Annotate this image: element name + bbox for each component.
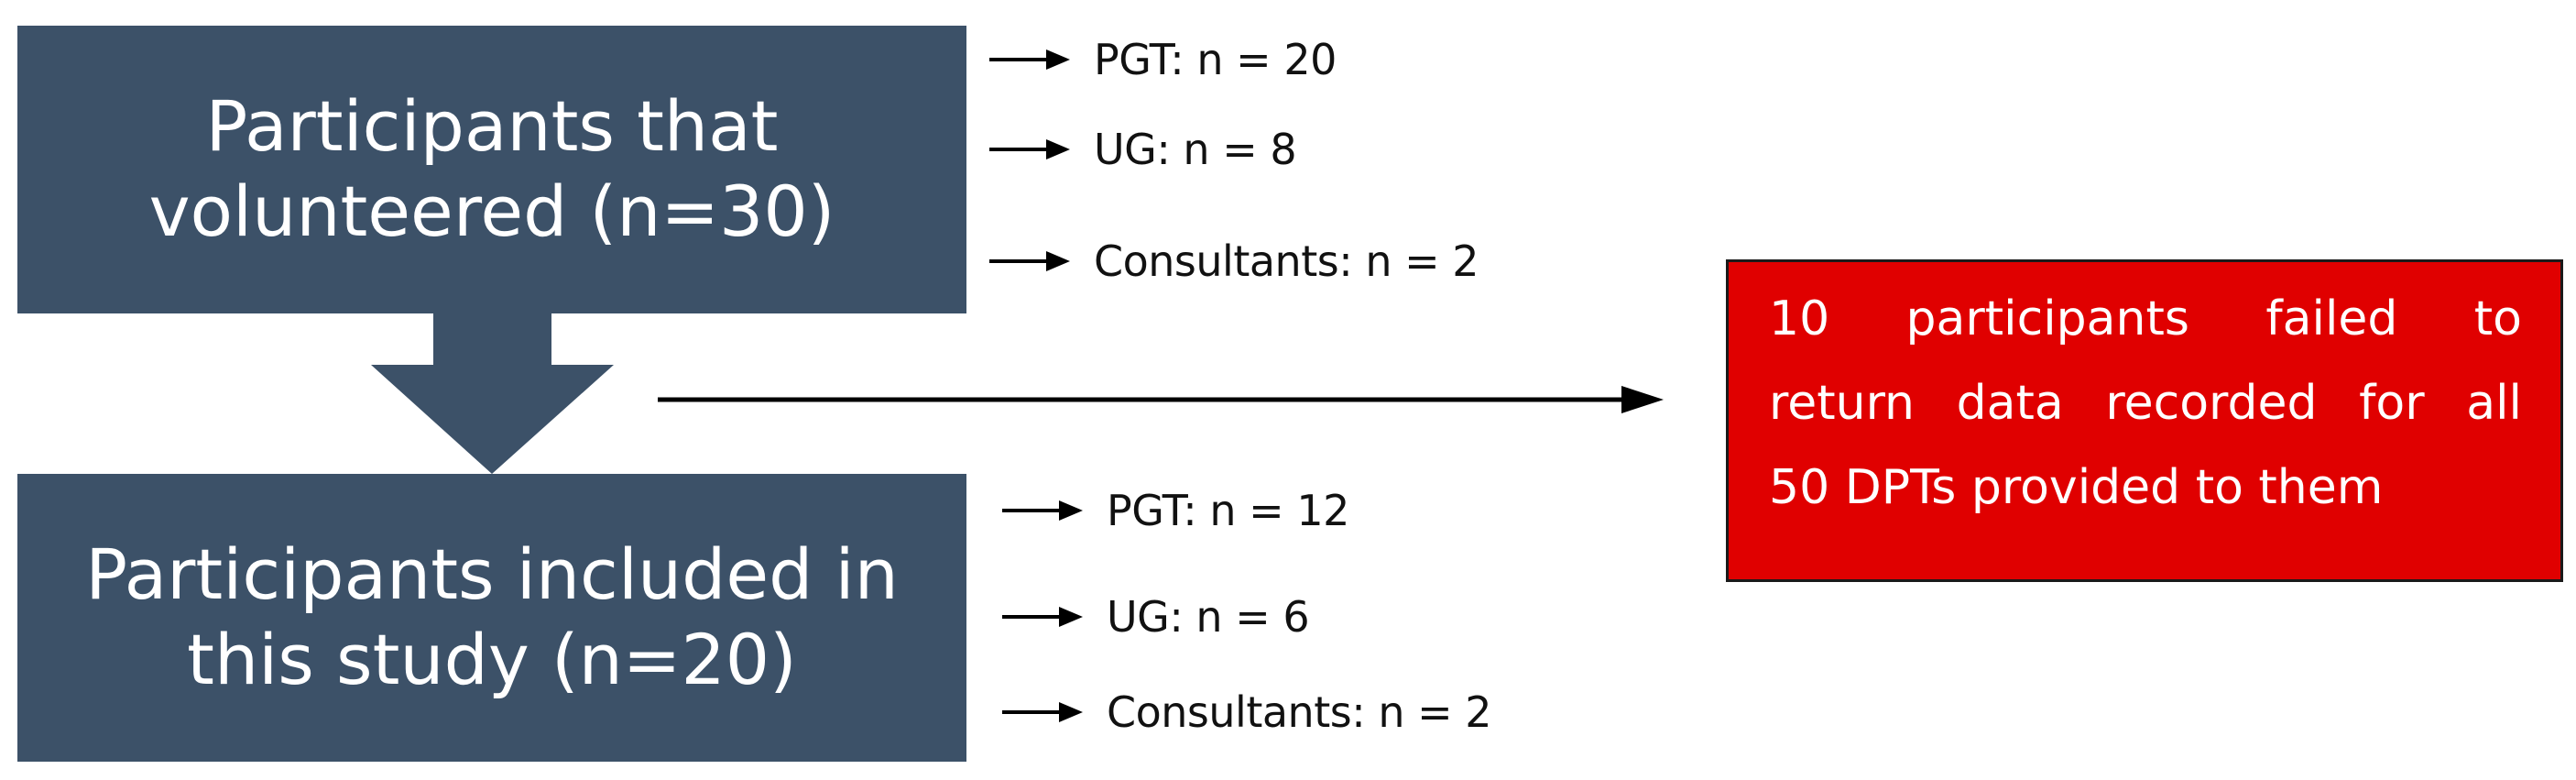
arrow-right-icon bbox=[1002, 500, 1083, 521]
arrow-right-icon bbox=[1002, 702, 1083, 722]
top-category-consultants-label: Consultants: n = 2 bbox=[1094, 236, 1479, 286]
bottom-category-consultants: Consultants: n = 2 bbox=[1002, 680, 1492, 744]
top-category-consultants: Consultants: n = 2 bbox=[989, 229, 1479, 293]
volunteered-participants-box: Participants that volunteered (n=30) bbox=[17, 26, 966, 313]
bottom-category-pgt-label: PGT: n = 12 bbox=[1107, 486, 1349, 535]
included-participants-text: Participants included in this study (n=2… bbox=[85, 533, 899, 702]
arrow-right-icon bbox=[989, 139, 1070, 159]
excluded-participants-box: 10 participants failed to return data re… bbox=[1726, 259, 2563, 582]
included-line-1: Participants included in bbox=[85, 533, 899, 616]
top-category-ug-label: UG: n = 8 bbox=[1094, 125, 1297, 174]
top-category-ug: UG: n = 8 bbox=[989, 117, 1297, 181]
bottom-category-ug: UG: n = 6 bbox=[1002, 585, 1310, 649]
top-category-pgt: PGT: n = 20 bbox=[989, 27, 1337, 92]
arrow-right-icon bbox=[989, 49, 1070, 70]
included-line-2: this study (n=20) bbox=[187, 619, 797, 700]
arrow-right-icon bbox=[989, 251, 1070, 271]
big-down-arrow bbox=[371, 313, 614, 474]
volunteered-line-1: Participants that bbox=[205, 85, 779, 168]
excluded-line-3: 50 DPTs provided to them bbox=[1769, 460, 2384, 515]
volunteered-line-2: volunteered (n=30) bbox=[148, 170, 835, 252]
bottom-category-pgt: PGT: n = 12 bbox=[1002, 478, 1349, 543]
bottom-category-consultants-label: Consultants: n = 2 bbox=[1107, 687, 1492, 737]
volunteered-participants-text: Participants that volunteered (n=30) bbox=[149, 84, 835, 254]
excluded-line-2: return data recorded for all bbox=[1769, 376, 2522, 431]
bottom-category-ug-label: UG: n = 6 bbox=[1107, 592, 1310, 642]
excluded-line-1: 10 participants failed to bbox=[1769, 291, 2522, 346]
top-category-pgt-label: PGT: n = 20 bbox=[1094, 35, 1337, 84]
included-participants-box: Participants included in this study (n=2… bbox=[17, 474, 966, 762]
arrow-right-icon bbox=[1002, 607, 1083, 627]
exclusion-arrow bbox=[658, 386, 1664, 413]
